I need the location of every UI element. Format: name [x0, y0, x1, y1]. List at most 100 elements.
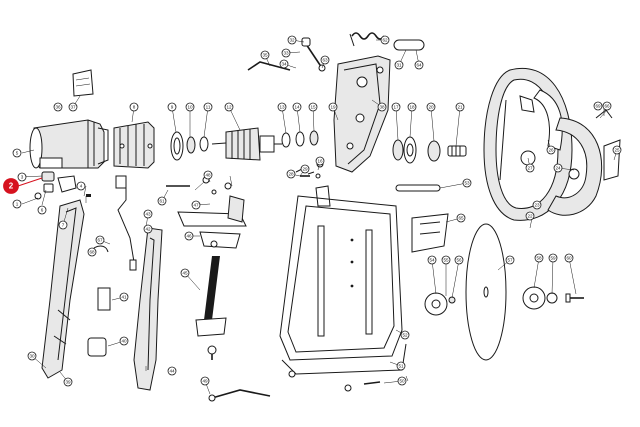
callout-12: 12 — [224, 102, 234, 112]
svg-text:37: 37 — [70, 105, 76, 110]
callout-64: 64 — [414, 60, 424, 70]
callout-11: 11 — [203, 102, 213, 112]
svg-text:39: 39 — [65, 380, 71, 385]
callout-37: 37 — [68, 102, 78, 112]
svg-text:53: 53 — [464, 181, 470, 186]
svg-text:25: 25 — [614, 148, 620, 153]
label-card — [72, 69, 94, 97]
svg-text:28: 28 — [288, 172, 294, 177]
svg-text:26: 26 — [548, 148, 554, 153]
svg-text:18: 18 — [409, 105, 415, 110]
spring-and-pin — [349, 32, 425, 51]
callout-36: 36 — [53, 102, 63, 112]
svg-text:16: 16 — [317, 159, 323, 164]
svg-text:56: 56 — [456, 258, 462, 263]
svg-text:41: 41 — [121, 295, 127, 300]
base-plate — [279, 185, 407, 375]
callout-49: 49 — [200, 376, 210, 386]
callout-67: 67 — [95, 235, 105, 245]
svg-text:27: 27 — [527, 166, 533, 171]
callout-22: 22 — [525, 211, 535, 221]
callout-38: 38 — [377, 102, 387, 112]
svg-text:46: 46 — [186, 234, 192, 239]
svg-text:33: 33 — [283, 51, 289, 56]
svg-text:31: 31 — [396, 63, 402, 68]
svg-text:1: 1 — [16, 202, 19, 207]
mount-bracket — [411, 213, 449, 253]
svg-text:11: 11 — [206, 105, 211, 110]
callout-26: 26 — [546, 145, 556, 155]
callout-6: 6 — [37, 205, 47, 215]
callout-21: 21 — [455, 102, 465, 112]
svg-text:8: 8 — [133, 105, 136, 110]
highlighted-callout-2: 2 — [3, 177, 43, 194]
callout-9: 9 — [167, 102, 177, 112]
callout-20: 20 — [426, 102, 436, 112]
callout-1: 1 — [12, 199, 22, 209]
callout-30: 30 — [27, 351, 37, 361]
callout-17: 17 — [391, 102, 401, 112]
callout-4: 4 — [76, 181, 86, 191]
callout-27: 27 — [525, 163, 535, 173]
svg-text:49: 49 — [202, 379, 208, 384]
svg-text:36: 36 — [55, 105, 61, 110]
svg-text:47: 47 — [193, 203, 199, 208]
svg-text:67: 67 — [97, 238, 103, 243]
svg-text:50: 50 — [399, 379, 405, 384]
svg-text:42: 42 — [145, 227, 151, 232]
armature — [211, 127, 282, 161]
svg-text:6: 6 — [41, 208, 44, 213]
spindle-parts — [392, 136, 467, 164]
svg-text:43: 43 — [145, 212, 151, 217]
callout-8: 8 — [129, 102, 139, 112]
callout-39: 39 — [63, 377, 73, 387]
callout-60: 60 — [564, 253, 574, 263]
callout-63: 63 — [320, 55, 330, 65]
svg-text:2: 2 — [9, 182, 14, 191]
callout-14: 14 — [292, 102, 302, 112]
svg-text:15: 15 — [310, 105, 316, 110]
svg-text:61: 61 — [159, 199, 165, 204]
svg-text:3: 3 — [21, 175, 24, 180]
svg-text:20: 20 — [428, 105, 434, 110]
callout-55: 55 — [441, 255, 451, 265]
svg-text:52: 52 — [402, 333, 408, 338]
svg-text:30: 30 — [29, 354, 35, 359]
svg-text:66: 66 — [604, 104, 610, 109]
shaft — [395, 184, 441, 192]
svg-text:4: 4 — [80, 184, 83, 189]
svg-text:22: 22 — [527, 214, 533, 219]
svg-text:40: 40 — [121, 339, 127, 344]
callout-16: 16 — [315, 156, 325, 166]
svg-text:14: 14 — [294, 105, 300, 110]
callout-46: 46 — [184, 231, 194, 241]
svg-text:63: 63 — [322, 58, 328, 63]
callout-28: 28 — [286, 169, 296, 179]
svg-text:5: 5 — [16, 151, 19, 156]
bearing-rings — [170, 131, 209, 161]
cutting-disc — [465, 223, 507, 361]
callout-44: 44 — [167, 366, 177, 376]
callout-54: 54 — [427, 255, 437, 265]
callout-34: 34 — [279, 59, 289, 69]
svg-text:9: 9 — [171, 105, 174, 110]
callout-13: 13 — [277, 102, 287, 112]
callout-23: 23 — [532, 200, 542, 210]
callout-25: 25 — [612, 145, 622, 155]
callout-10: 10 — [185, 102, 195, 112]
svg-text:7: 7 — [62, 223, 65, 228]
callout-51: 51 — [396, 361, 406, 371]
callout-59: 59 — [548, 253, 558, 263]
vise-parts — [166, 176, 271, 402]
svg-text:13: 13 — [279, 105, 285, 110]
callout-41: 41 — [119, 292, 129, 302]
callout-50: 50 — [397, 376, 407, 386]
svg-text:59: 59 — [550, 256, 556, 261]
callout-3: 3 — [17, 172, 27, 182]
callout-53: 53 — [462, 178, 472, 188]
svg-text:32: 32 — [289, 38, 295, 43]
svg-text:10: 10 — [187, 105, 193, 110]
svg-text:64: 64 — [416, 63, 422, 68]
